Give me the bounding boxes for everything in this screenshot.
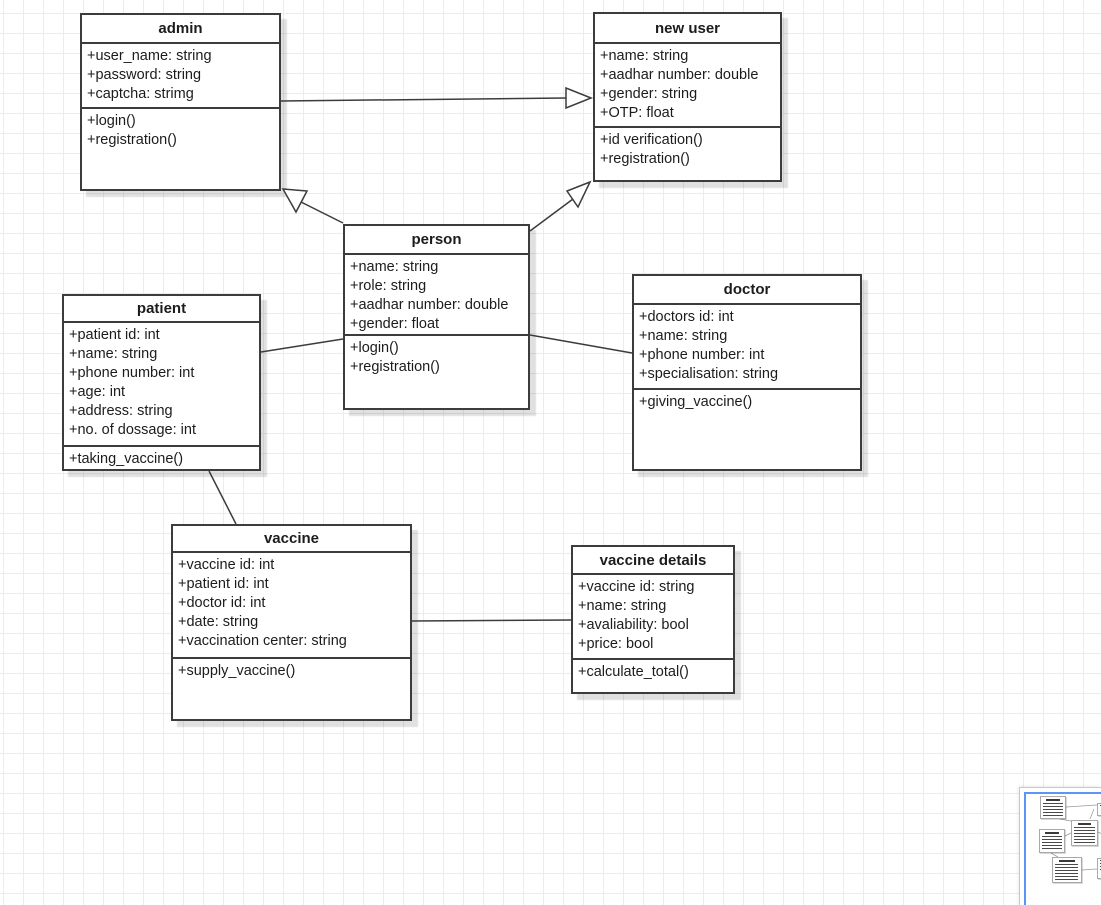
edge-patient-to-person[interactable] — [260, 338, 344, 353]
class-attributes-vaccine: +vaccine id: int +patient id: int +doctor … — [173, 553, 410, 659]
class-attribute-row: +user_name: string — [87, 48, 212, 64]
class-attribute-row: +aadhar number: double — [600, 67, 759, 83]
class-method-row: +login() — [87, 113, 136, 129]
class-attribute-row: +age: int — [69, 384, 126, 400]
class-attribute-row: +avaliability: bool — [578, 617, 689, 633]
class-attribute-row: +address: string — [69, 403, 173, 419]
class-attributes-new-user: +name: string +aadhar number: double +gend… — [595, 44, 780, 128]
class-attributes-patient: +patient id: int +name: string +phone numb… — [64, 323, 259, 447]
class-attribute-row: +OTP: float — [600, 105, 674, 121]
class-title-person[interactable]: person — [345, 226, 528, 255]
class-attribute-row: +name: string — [600, 48, 689, 64]
edge-person-to-new-user[interactable] — [529, 198, 574, 232]
class-attribute-row: +vaccination center: string — [178, 633, 347, 649]
minimap-class-patient — [1039, 829, 1065, 853]
class-attribute-row: +no. of dossage: int — [69, 422, 196, 438]
class-attribute-row: +specialisation: string — [639, 366, 779, 382]
class-method-row: +id verification() — [600, 132, 703, 148]
class-attribute-row: +date: string — [178, 614, 259, 630]
class-attribute-row: +password: string — [87, 67, 202, 83]
class-attribute-row: +captcha: strimg — [87, 86, 194, 102]
edge-patient-to-vaccine[interactable] — [208, 470, 237, 525]
minimap-class-person — [1071, 820, 1098, 846]
class-attribute-row: +name: string — [69, 346, 158, 362]
class-methods-person: +login() +registration() — [345, 336, 528, 408]
class-box-vaccine[interactable]: vaccine +vaccine id: int +patient id: int… — [171, 524, 412, 721]
class-method-row: +supply_vaccine() — [178, 663, 296, 679]
class-attribute-row: +name: string — [578, 598, 667, 614]
class-methods-doctor: +giving_vaccine() — [634, 390, 860, 469]
class-methods-vaccine: +supply_vaccine() — [173, 659, 410, 719]
class-attribute-row: +doctor id: int — [178, 595, 266, 611]
class-methods-admin: +login() +registration() — [82, 109, 279, 189]
class-attribute-row: +doctors id: int — [639, 309, 734, 325]
class-method-row: +login() — [350, 340, 399, 356]
class-box-patient[interactable]: patient +patient id: int +name: string +ph… — [62, 294, 261, 471]
class-attributes-admin: +user_name: string +password: string +capt… — [82, 44, 279, 109]
class-attribute-row: +price: bool — [578, 636, 654, 652]
edge-person-to-admin[interactable] — [300, 201, 344, 224]
outline-minimap-panel[interactable] — [1019, 787, 1101, 905]
class-attributes-doctor: +doctors id: int +name: string +phone numb… — [634, 305, 860, 390]
class-attribute-row: +phone number: int — [69, 365, 195, 381]
generalization-arrowhead-new-user-left — [565, 86, 594, 110]
class-attribute-row: +aadhar number: double — [350, 297, 509, 313]
class-title-doctor[interactable]: doctor — [634, 276, 860, 305]
minimap-class-admin — [1040, 796, 1066, 819]
class-method-row: +taking_vaccine() — [69, 451, 184, 467]
class-box-admin[interactable]: admin +user_name: string +password: strin… — [80, 13, 281, 191]
class-title-admin[interactable]: admin — [82, 15, 279, 44]
minimap-class-vaccine — [1052, 857, 1082, 883]
class-box-person[interactable]: person +name: string +role: string +aadhar… — [343, 224, 530, 410]
class-methods-patient: +taking_vaccine() — [64, 447, 259, 469]
class-box-doctor[interactable]: doctor +doctors id: int +name: string +pho… — [632, 274, 862, 471]
minimap-viewport-rect[interactable] — [1024, 792, 1101, 905]
class-box-new-user[interactable]: new user +name: string +aadhar number: do… — [593, 12, 782, 182]
class-method-row: +registration() — [350, 359, 440, 375]
class-attribute-row: +gender: string — [600, 86, 698, 102]
class-attribute-row: +name: string — [639, 328, 728, 344]
class-method-row: +calculate_total() — [578, 664, 689, 680]
class-attribute-row: +phone number: int — [639, 347, 765, 363]
class-attribute-row: +patient id: int — [178, 576, 269, 592]
class-title-new-user[interactable]: new user — [595, 14, 780, 44]
class-attributes-person: +name: string +role: string +aadhar number… — [345, 255, 528, 336]
generalization-arrowhead-new-user-bottom — [565, 180, 592, 209]
class-methods-new-user: +id verification() +registration() — [595, 128, 780, 180]
class-method-row: +registration() — [87, 132, 177, 148]
class-title-vaccine[interactable]: vaccine — [173, 526, 410, 553]
edge-vaccine-to-vaccine-details[interactable] — [411, 619, 572, 622]
class-attribute-row: +patient id: int — [69, 327, 160, 343]
class-title-patient[interactable]: patient — [64, 296, 259, 323]
edge-admin-to-new-user[interactable] — [280, 97, 567, 102]
generalization-arrowhead-admin — [281, 188, 309, 214]
class-attributes-vaccine-details: +vaccine id: string +name: string +avaliab… — [573, 575, 733, 660]
class-method-row: +giving_vaccine() — [639, 394, 753, 410]
class-box-vaccine-details[interactable]: vaccine details +vaccine id: string +name… — [571, 545, 735, 694]
class-attribute-row: +vaccine id: string — [578, 579, 695, 595]
minimap-class-vaccine-details-fragment — [1097, 858, 1101, 879]
class-attribute-row: +gender: float — [350, 316, 440, 332]
class-method-row: +registration() — [600, 151, 690, 167]
class-attribute-row: +name: string — [350, 259, 439, 275]
class-attribute-row: +role: string — [350, 278, 427, 294]
edge-person-to-doctor[interactable] — [529, 334, 633, 354]
minimap-class-new-user-fragment — [1097, 803, 1101, 816]
class-title-vaccine-details[interactable]: vaccine details — [573, 547, 733, 575]
class-attribute-row: +vaccine id: int — [178, 557, 275, 573]
class-methods-vaccine-details: +calculate_total() — [573, 660, 733, 692]
